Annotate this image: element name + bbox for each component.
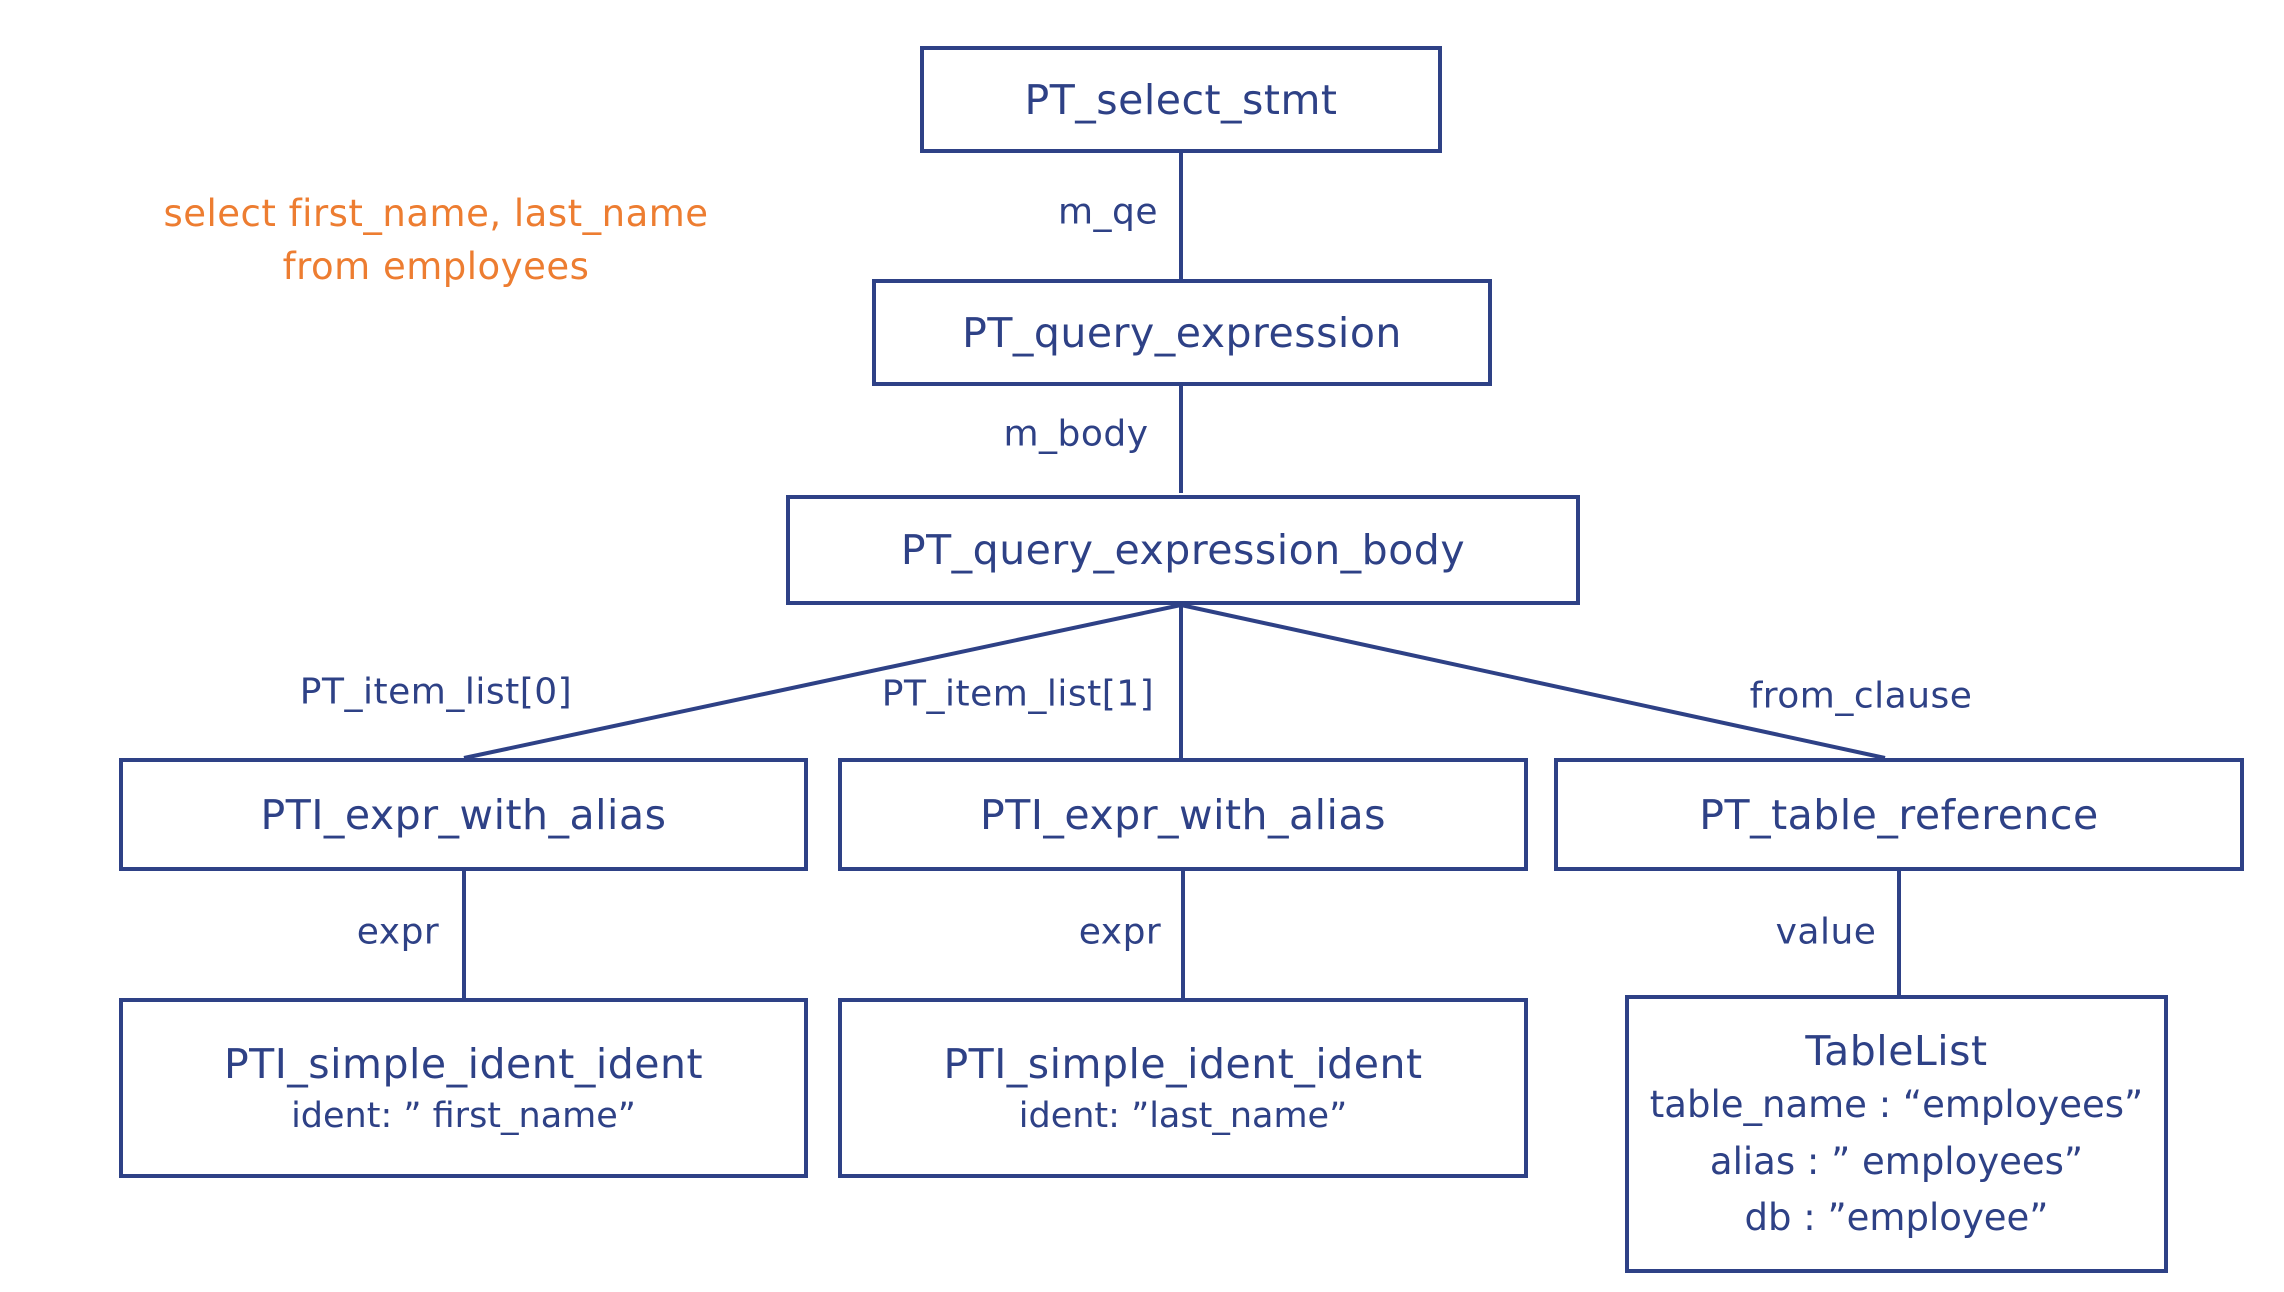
node-pt-query-expression-body: PT_query_expression_body xyxy=(786,495,1580,605)
edge-label-pt-item-list-0: PT_item_list[0] xyxy=(293,671,579,713)
node-pti-expr-with-alias-0-title: PTI_expr_with_alias xyxy=(260,790,667,839)
edge-label-expr-1: expr xyxy=(1072,911,1168,953)
node-pt-query-expression: PT_query_expression xyxy=(872,279,1492,386)
sql-query-line-1: select first_name, last_name xyxy=(163,192,709,235)
sql-query-annotation: select first_name, last_name from employ… xyxy=(136,188,736,293)
node-table-list-detail-db: db : ”employee” xyxy=(1744,1196,2049,1240)
edge-label-m-body: m_body xyxy=(997,413,1155,455)
node-table-list-title: TableList xyxy=(1805,1027,1988,1075)
node-pti-simple-ident-1: PTI_simple_ident_ident ident: ”last_name… xyxy=(838,998,1528,1178)
node-table-list: TableList table_name : “employees” alias… xyxy=(1625,995,2168,1273)
node-pt-table-reference-title: PT_table_reference xyxy=(1699,790,2099,839)
edge-label-from-clause: from_clause xyxy=(1743,675,1979,717)
node-pti-simple-ident-0: PTI_simple_ident_ident ident: ” first_na… xyxy=(119,998,808,1178)
node-pti-simple-ident-0-detail: ident: ” first_name” xyxy=(291,1096,636,1136)
sql-query-line-2: from employees xyxy=(282,244,590,288)
edge-label-pt-item-list-1: PT_item_list[1] xyxy=(875,673,1161,715)
node-pt-table-reference: PT_table_reference xyxy=(1554,758,2244,871)
node-pti-expr-with-alias-0: PTI_expr_with_alias xyxy=(119,758,808,871)
edge-label-expr-0: expr xyxy=(350,911,446,953)
node-pt-select-stmt-title: PT_select_stmt xyxy=(1024,75,1338,124)
node-pti-simple-ident-0-title: PTI_simple_ident_ident xyxy=(223,1040,704,1088)
node-pt-query-expression-body-title: PT_query_expression_body xyxy=(900,526,1466,574)
node-table-list-detail-alias: alias : ” employees” xyxy=(1709,1139,2084,1183)
node-pti-expr-with-alias-1: PTI_expr_with_alias xyxy=(838,758,1528,871)
node-pti-simple-ident-1-detail: ident: ”last_name” xyxy=(1018,1096,1348,1136)
edge-label-value: value xyxy=(1769,911,1883,953)
node-pt-select-stmt: PT_select_stmt xyxy=(920,46,1442,153)
node-pt-query-expression-title: PT_query_expression xyxy=(962,308,1402,357)
node-pti-simple-ident-1-title: PTI_simple_ident_ident xyxy=(943,1040,1423,1088)
node-table-list-detail-table-name: table_name : “employees” xyxy=(1649,1083,2144,1126)
node-pti-expr-with-alias-1-title: PTI_expr_with_alias xyxy=(980,790,1386,839)
edge-label-m-qe: m_qe xyxy=(1051,191,1165,233)
